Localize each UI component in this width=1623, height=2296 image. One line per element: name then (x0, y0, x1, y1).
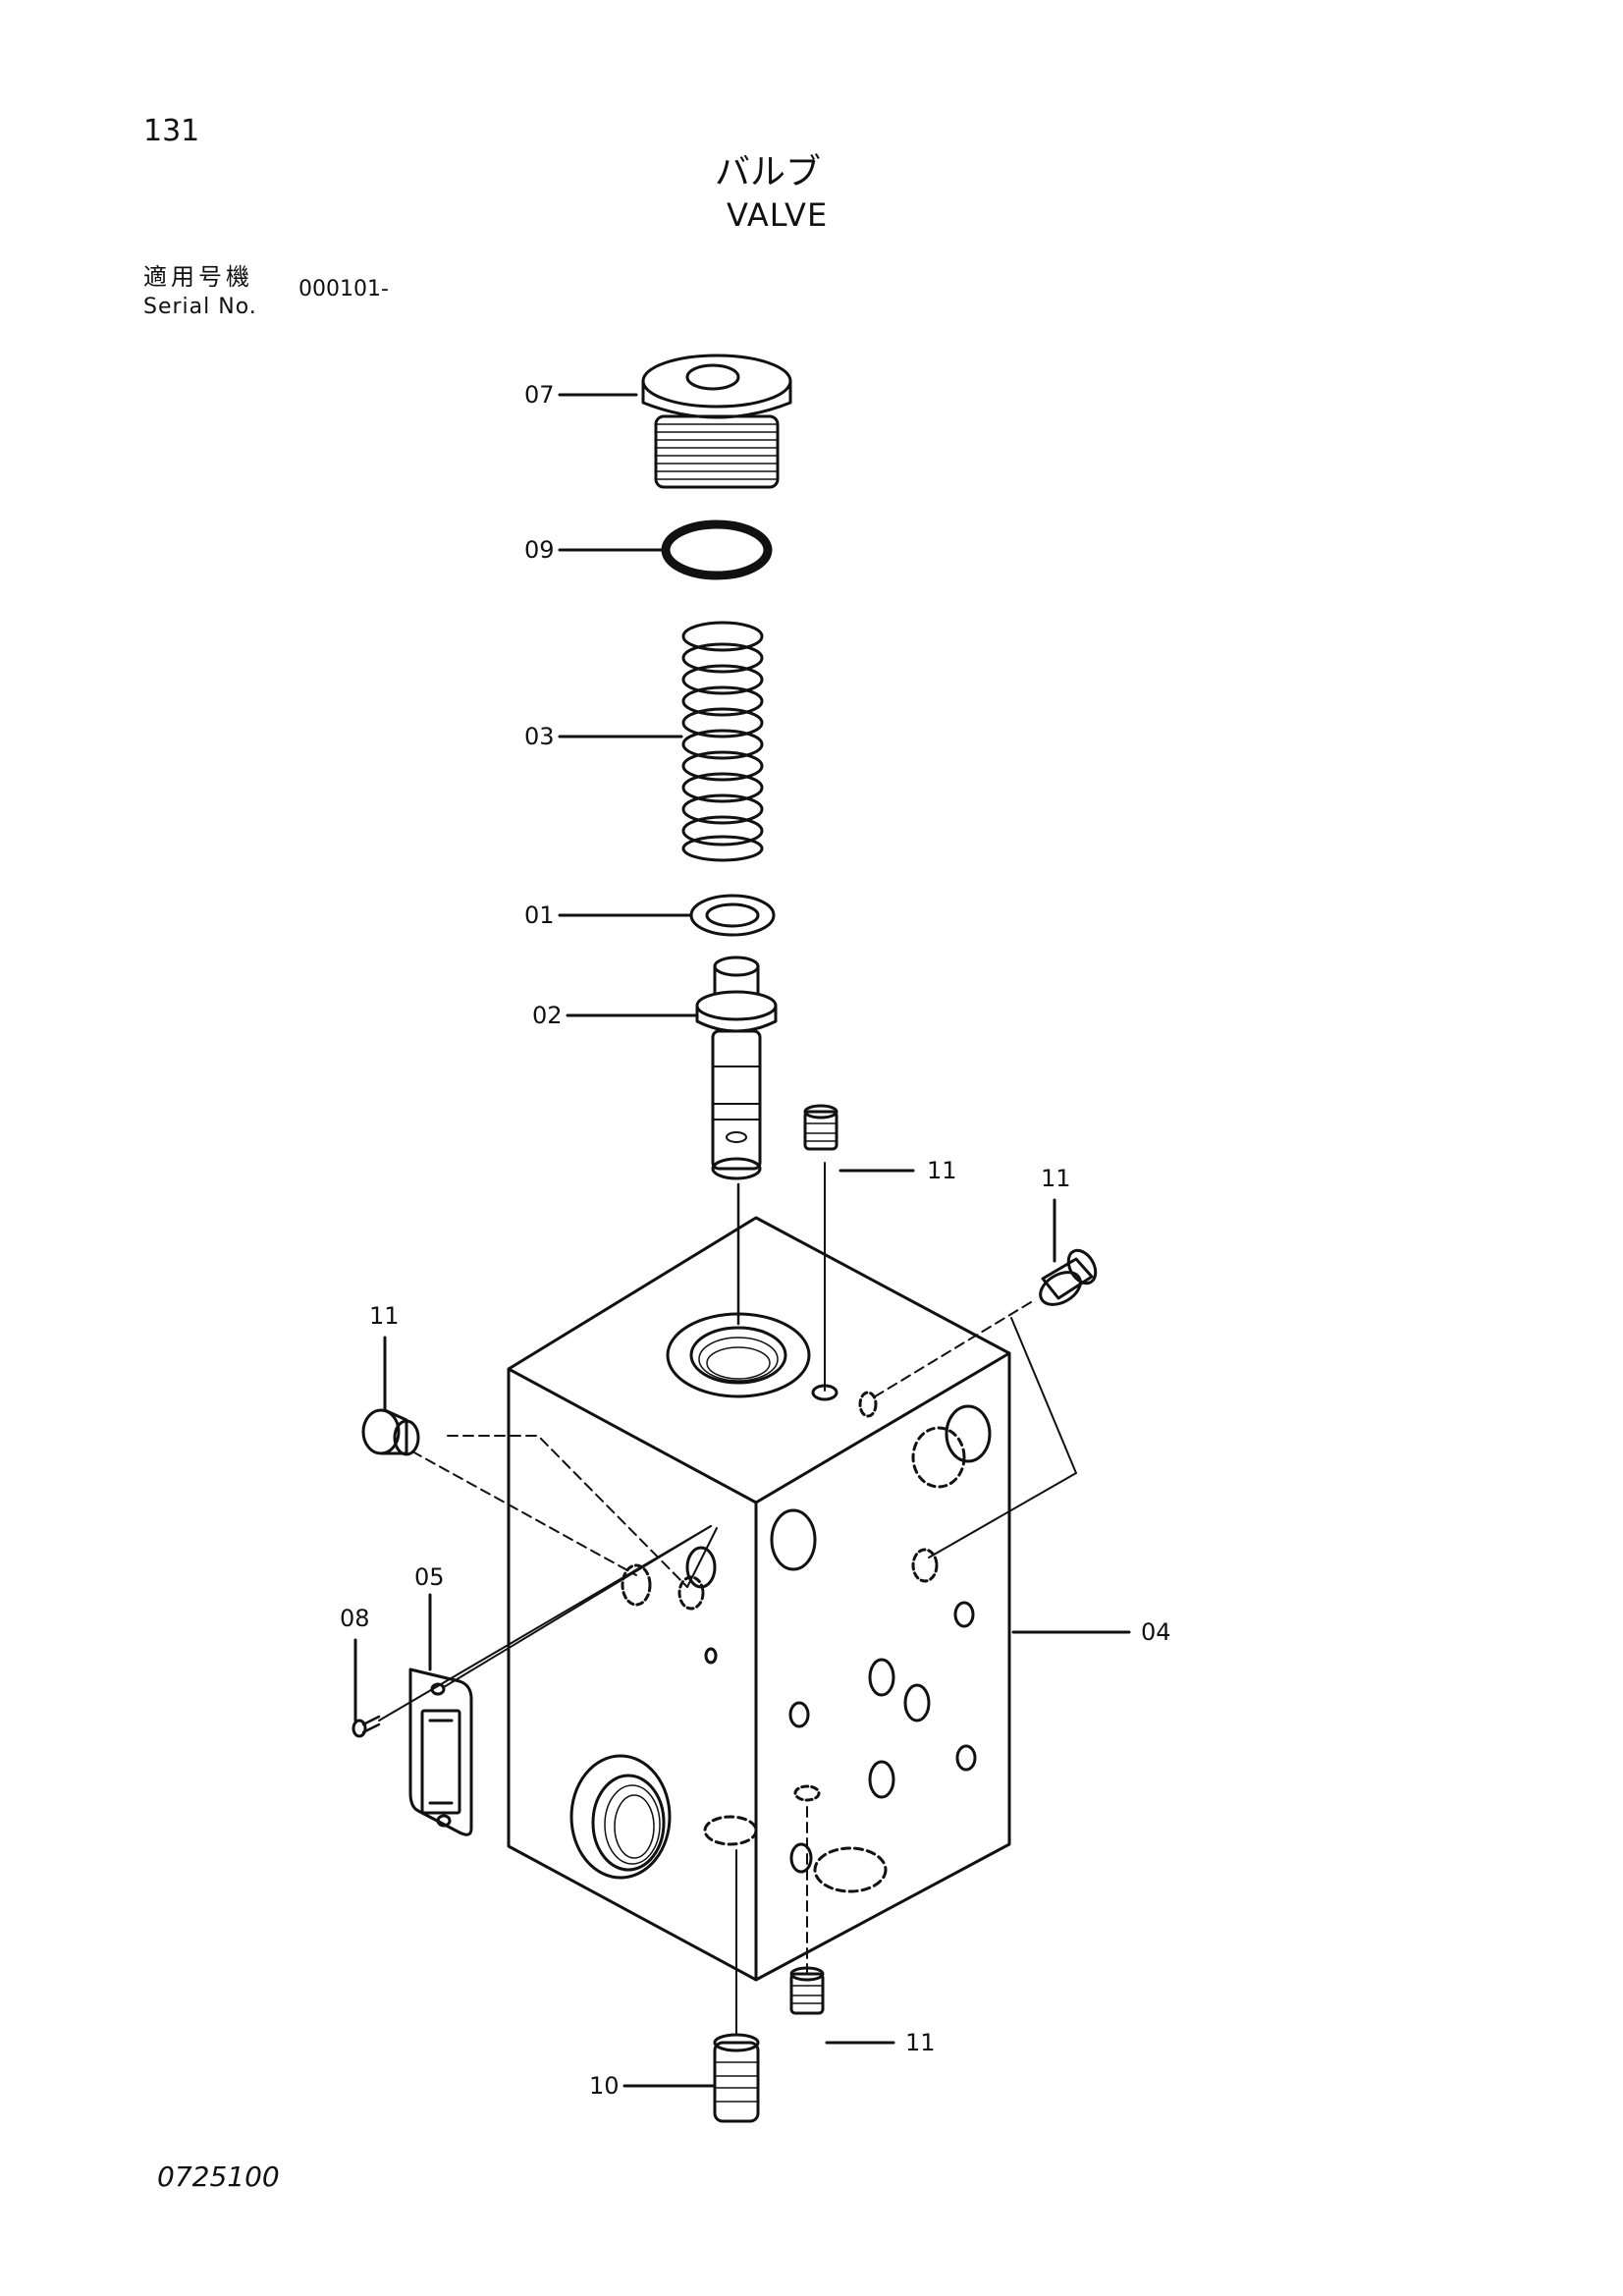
callout-04: 04 (1141, 1618, 1171, 1646)
o-ring-icon (661, 519, 773, 580)
callout-03: 03 (524, 723, 555, 750)
title-english: VALVE (727, 196, 829, 234)
screw-icon (352, 1715, 381, 1738)
callout-05: 05 (414, 1563, 445, 1591)
callout-11-bottom: 11 (905, 2029, 936, 2056)
callout-11-top: 11 (927, 1157, 957, 1184)
callout-07: 07 (524, 381, 555, 409)
valve-block-icon (507, 1216, 1011, 1982)
title-japanese: バルブ (715, 152, 822, 192)
washer-icon (689, 894, 776, 937)
plug-icon (713, 2033, 760, 2123)
plug-icon (641, 354, 792, 489)
callout-11-right: 11 (1041, 1165, 1071, 1192)
callout-01: 01 (524, 902, 555, 929)
callout-10: 10 (589, 2072, 620, 2100)
serial-number-value: 000101- (298, 277, 389, 301)
cover-plate-icon (408, 1667, 473, 1836)
plug-small-icon (789, 1966, 825, 2015)
page-number: 131 (143, 114, 200, 148)
plug-small-icon (361, 1408, 420, 1456)
plug-small-icon (1039, 1248, 1098, 1306)
spring-icon (681, 621, 764, 862)
plug-small-icon (803, 1104, 839, 1151)
document-code: 0725100 (157, 2160, 280, 2193)
callout-11-left: 11 (369, 1302, 400, 1330)
serial-label-english: Serial No. (143, 295, 257, 319)
callout-02: 02 (532, 1002, 563, 1029)
callout-08: 08 (340, 1605, 370, 1632)
spool-icon (695, 956, 778, 1180)
serial-label-japanese: 適用号機 (143, 263, 253, 291)
callout-09: 09 (524, 536, 555, 564)
